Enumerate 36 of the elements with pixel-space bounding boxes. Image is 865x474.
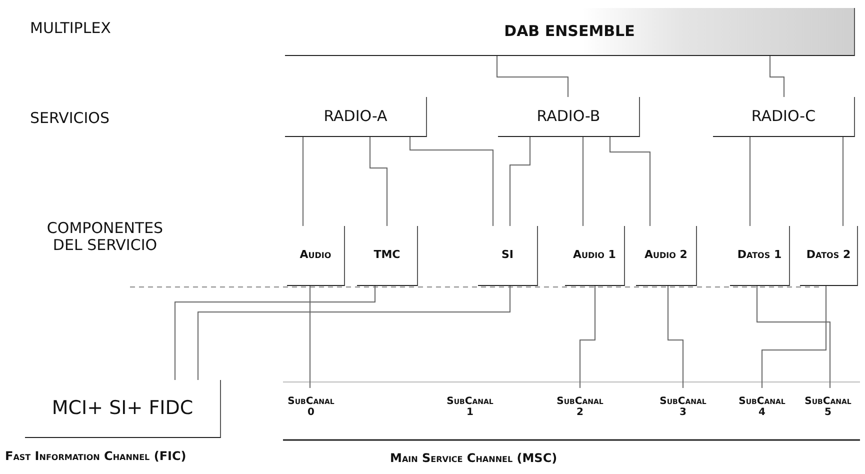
connector-line: [174, 286, 376, 380]
connector-line: [370, 136, 388, 226]
component-box: RADIO-A: [285, 97, 427, 137]
row-label: Fast Information Channel (FIC): [5, 450, 186, 464]
component-box: SI: [478, 226, 538, 286]
connector-line: [668, 286, 684, 388]
subchannel-label: SubCanal 2: [552, 388, 608, 426]
component-box: Datos 1: [730, 226, 790, 286]
connector-line: [842, 136, 844, 226]
subchannel-label: SubCanal 1: [442, 388, 498, 426]
component-box: Datos 2: [800, 226, 858, 286]
component-box: Audio 2: [636, 226, 697, 286]
connector-line: [198, 286, 510, 380]
connector-line: [410, 136, 494, 226]
subchannel-label: SubCanal 5: [797, 388, 859, 426]
row-label: COMPONENTES DEL SERVICIO: [46, 220, 164, 254]
subchannel-label: SubCanal 4: [734, 388, 790, 426]
connector-line: [496, 56, 568, 98]
connector-line: [580, 286, 596, 388]
connector-line: [302, 136, 304, 226]
subchannel-label: SubCanal 3: [655, 388, 711, 426]
component-box: Audio: [287, 226, 345, 286]
component-box: TMC: [357, 226, 418, 286]
row-label: SERVICIOS: [30, 110, 110, 128]
connector-line: [610, 136, 650, 226]
component-box: RADIO-B: [498, 97, 640, 137]
row-label: MULTIPLEX: [30, 20, 111, 38]
connector-line: [770, 56, 784, 98]
component-box: DAB ENSEMBLE: [285, 8, 855, 56]
subchannel-label: SubCanal 0: [283, 388, 339, 426]
component-box: MCI+ SI+ FIDC: [25, 380, 221, 438]
connector-line: [582, 136, 584, 226]
component-box: RADIO-C: [713, 97, 855, 137]
row-label: Main Service Channel (MSC): [390, 452, 558, 466]
component-box: Audio 1: [565, 226, 625, 286]
connector-line: [510, 136, 530, 226]
